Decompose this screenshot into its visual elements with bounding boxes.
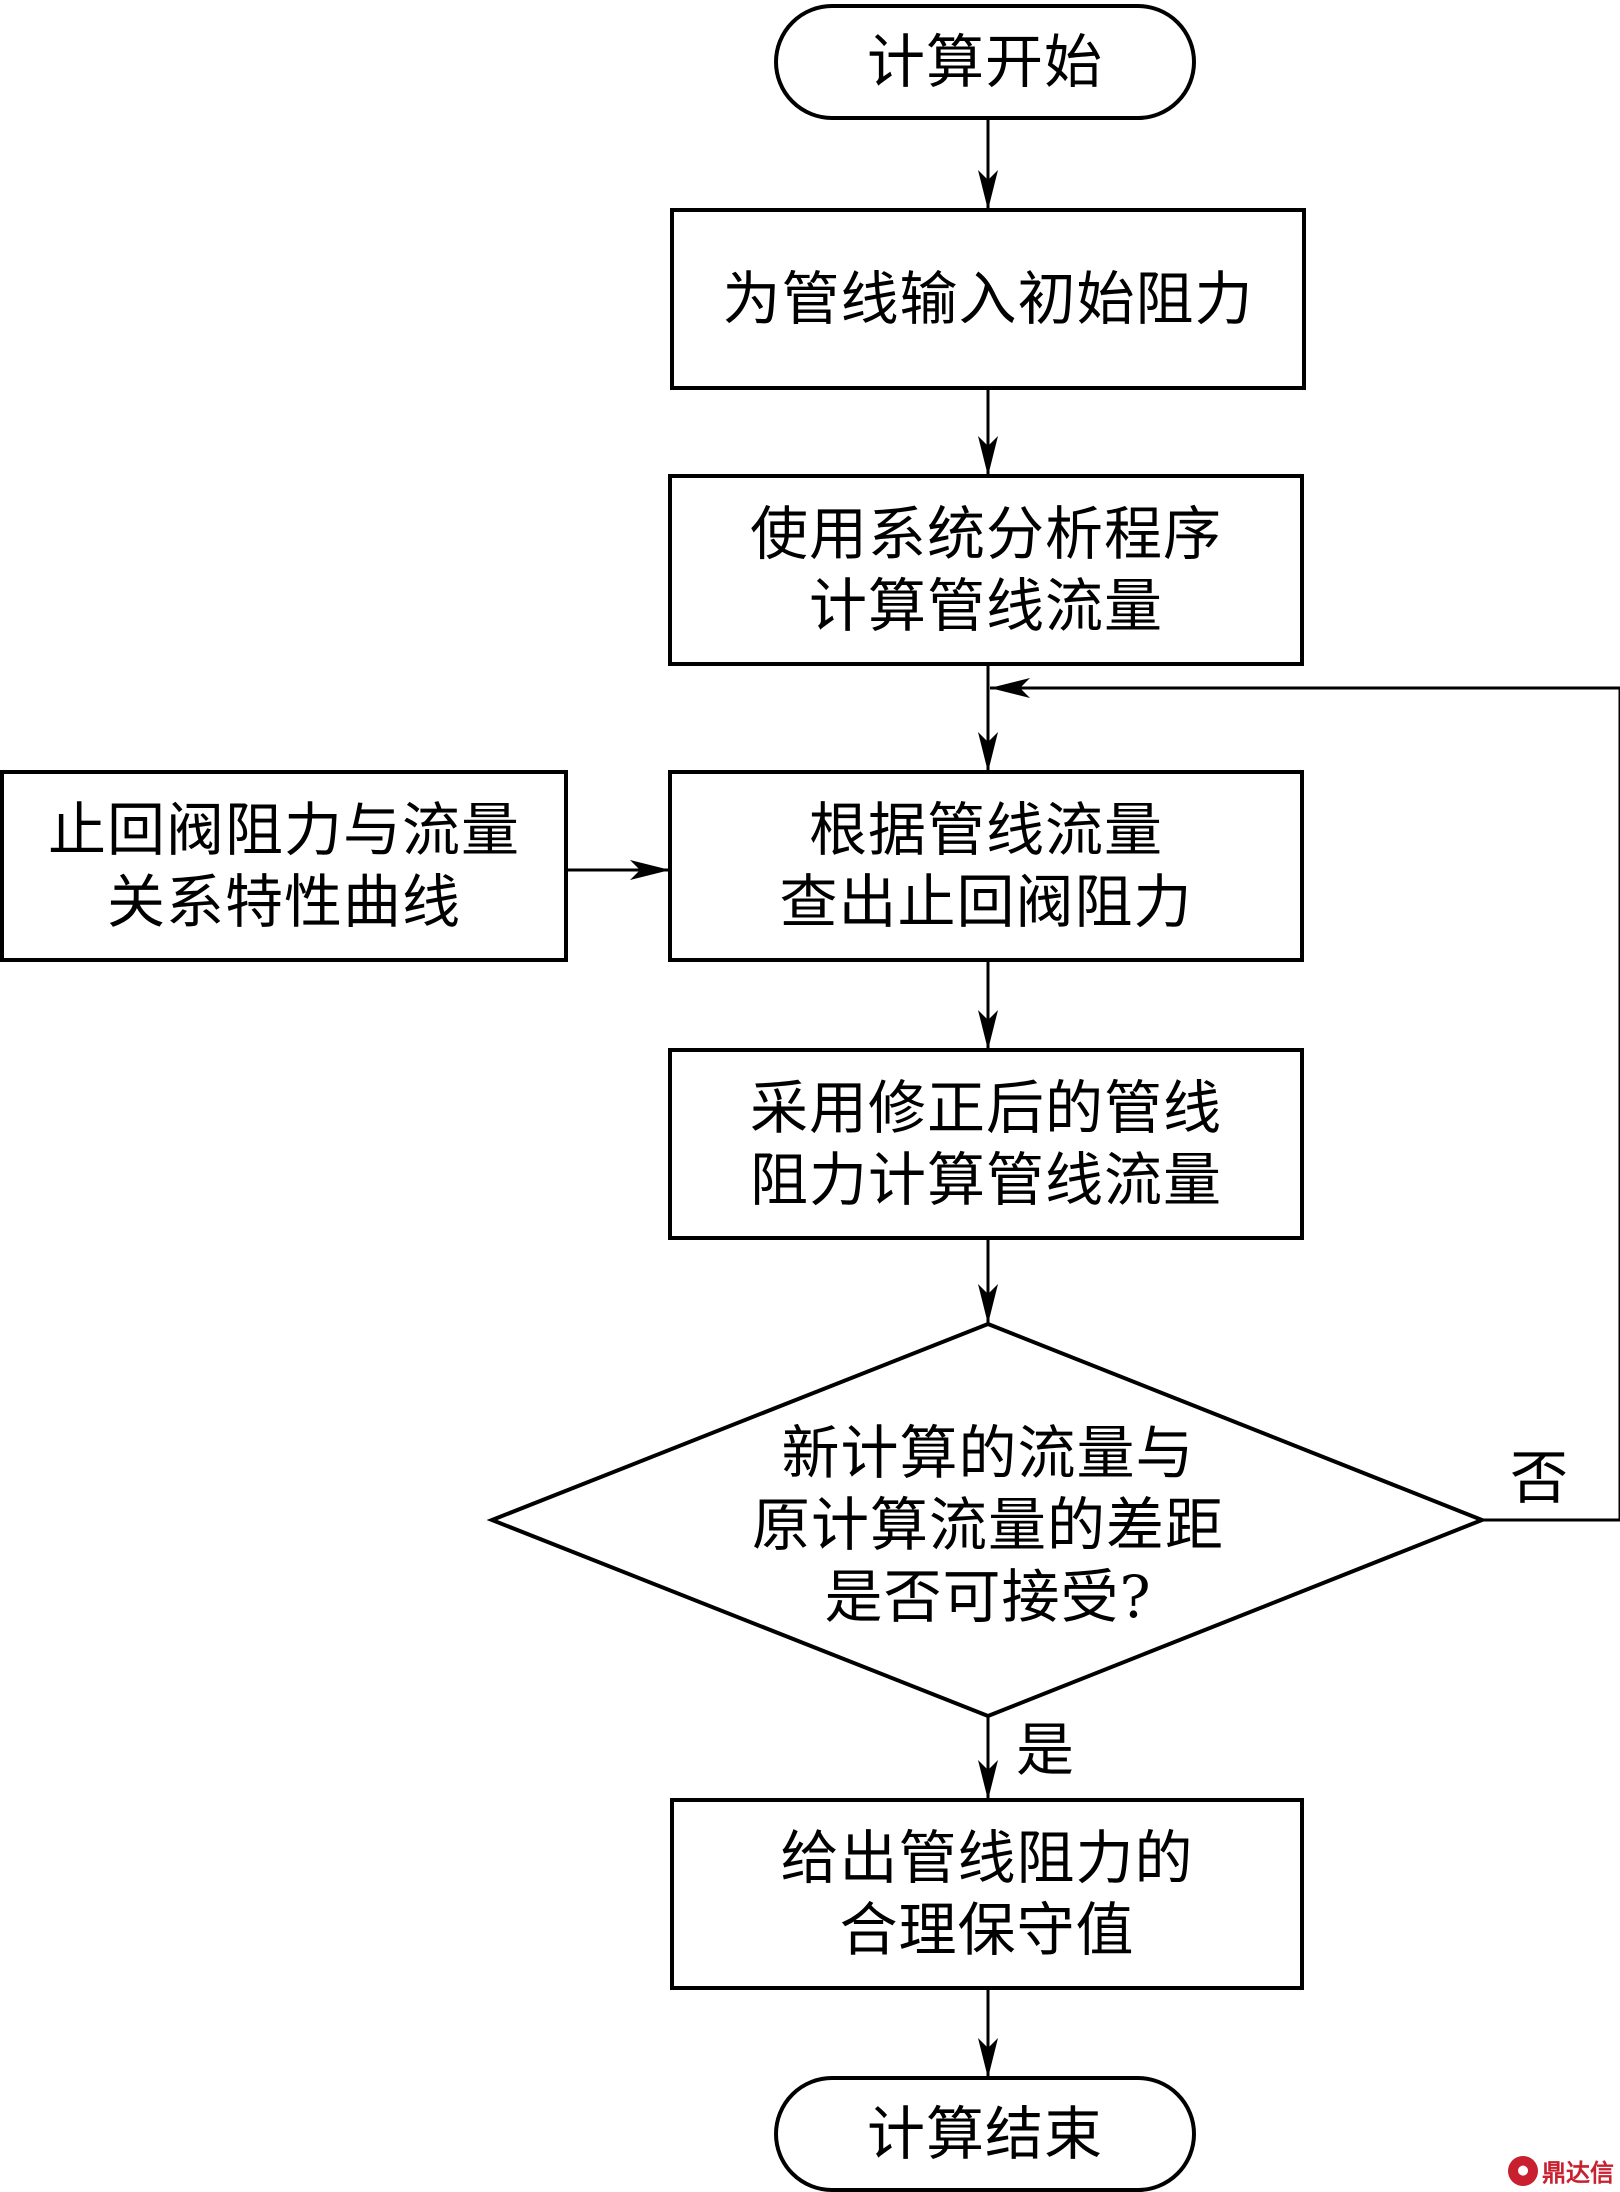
calc-flow-label: 使用系统分析程序 计算管线流量 (749, 500, 1222, 640)
edge-label-yes: 是 (1016, 1716, 1075, 1784)
curve-label: 止回阀阻力与流量 关系特性曲线 (47, 796, 520, 936)
edge-label-no: 否 (1510, 1444, 1569, 1512)
lookup-box (668, 770, 1304, 962)
lookup-label: 根据管线流量 查出止回阀阻力 (779, 796, 1193, 936)
init-label: 为管线输入初始阻力 (722, 265, 1254, 333)
start-terminal (774, 4, 1196, 120)
start-label: 计算开始 (866, 28, 1103, 96)
watermark-text: 鼎达信 (1542, 2159, 1614, 2187)
end-label: 计算结束 (866, 2100, 1103, 2168)
curve-box (0, 770, 568, 962)
watermark-logo: ● 鼎达信 (1508, 2153, 1614, 2188)
end-terminal (774, 2076, 1196, 2192)
calc-flow-box (668, 474, 1304, 666)
recalc-label: 采用修正后的管线 阻力计算管线流量 (749, 1074, 1222, 1214)
decision-label: 新计算的流量与 原计算流量的差距 是否可接受? (751, 1419, 1224, 1631)
edge-decision-no-loop (990, 678, 1620, 1522)
result-label: 给出管线阻力的 合理保守值 (780, 1824, 1194, 1964)
recalc-box (668, 1048, 1304, 1240)
watermark-seal-icon: ● (1508, 2155, 1538, 2186)
